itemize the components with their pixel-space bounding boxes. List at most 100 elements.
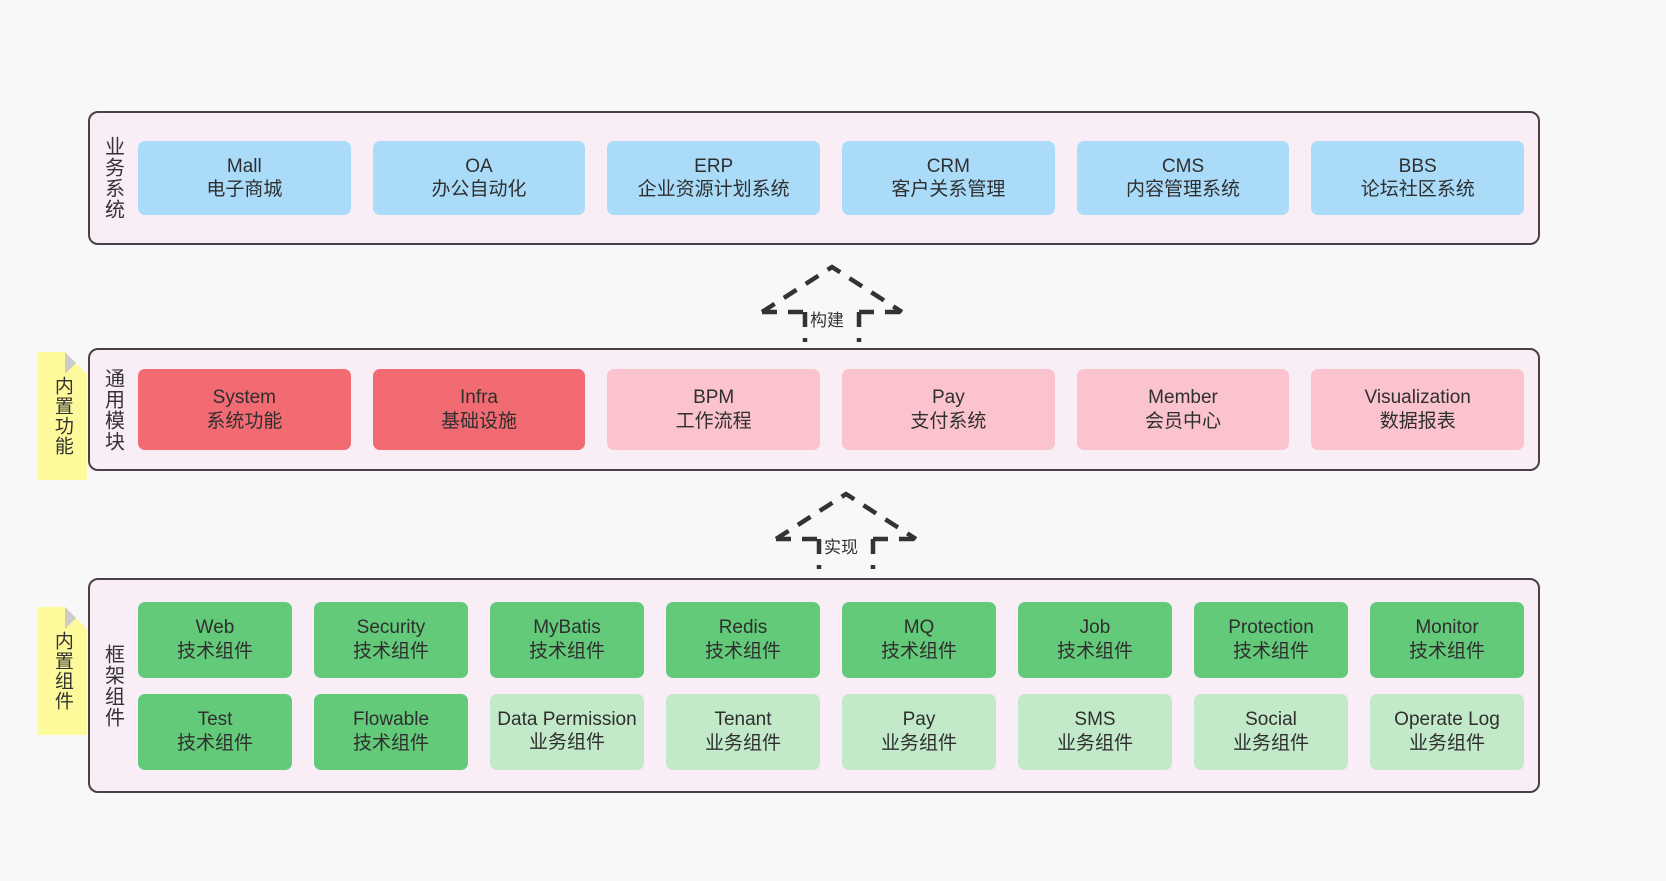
card-mybatis[interactable]: MyBatis 技术组件	[490, 601, 644, 678]
card-title: MyBatis	[533, 617, 601, 639]
card-title: Pay	[931, 387, 965, 409]
note-builtin-components: 内置组件	[37, 607, 87, 735]
card-flowable[interactable]: Flowable 技术组件	[314, 693, 468, 770]
card-title: Social	[1245, 709, 1297, 731]
card-subtitle: 业务组件	[1056, 732, 1133, 754]
card-subtitle: 技术组件	[352, 640, 429, 662]
card-oa[interactable]: OA 办公自动化	[372, 141, 586, 215]
layer-common-module-title: 通用模块	[101, 367, 124, 452]
card-subtitle: 内容管理系统	[1126, 179, 1241, 200]
card-member[interactable]: Member 会员中心	[1076, 369, 1290, 450]
card-title: Pay	[902, 709, 936, 731]
card-erp[interactable]: ERP 企业资源计划系统	[607, 141, 821, 215]
card-title: Protection	[1228, 617, 1314, 639]
arrow-build: 构建	[757, 262, 907, 344]
card-subtitle: 技术组件	[352, 732, 429, 754]
card-protection[interactable]: Protection 技术组件	[1194, 601, 1348, 678]
layer-common-module: 通用模块 System 系统功能 Infra 基础设施 BPM 工作流程 Pay…	[88, 348, 1540, 471]
card-subtitle: 企业资源计划系统	[637, 179, 790, 200]
card-title: System	[212, 387, 277, 409]
card-subtitle: 业务组件	[880, 732, 957, 754]
card-subtitle: 客户关系管理	[891, 179, 1006, 200]
card-monitor[interactable]: Monitor 技术组件	[1370, 601, 1524, 678]
card-operate-log[interactable]: Operate Log 业务组件	[1370, 693, 1524, 770]
card-title: SMS	[1074, 709, 1116, 731]
card-job[interactable]: Job 技术组件	[1018, 601, 1172, 678]
card-row: Mall 电子商城 OA 办公自动化 ERP 企业资源计划系统 CRM 客户关系…	[138, 141, 1525, 215]
card-social[interactable]: Social 业务组件	[1194, 693, 1348, 770]
card-system[interactable]: System 系统功能	[138, 369, 351, 450]
card-subtitle: 工作流程	[675, 410, 752, 432]
card-title: Operate Log	[1394, 709, 1500, 731]
card-subtitle: 技术组件	[1408, 640, 1485, 662]
layer-framework-component: 框架组件 Web 技术组件 Security 技术组件 MyBatis 技术组件…	[88, 578, 1540, 793]
card-pay[interactable]: Pay 支付系统	[842, 369, 1055, 450]
arrow-implement-shape	[774, 491, 918, 569]
card-title: Tenant	[714, 709, 772, 731]
layer-framework-component-cards: Web 技术组件 Security 技术组件 MyBatis 技术组件 Redi…	[134, 580, 1538, 791]
layer-common-module-cards: System 系统功能 Infra 基础设施 BPM 工作流程 Pay 支付系统…	[134, 350, 1538, 469]
card-data-permission[interactable]: Data Permission 业务组件	[490, 693, 644, 770]
card-tenant[interactable]: Tenant 业务组件	[666, 693, 820, 770]
card-subtitle: 业务组件	[1232, 732, 1309, 754]
card-title: ERP	[694, 155, 734, 177]
card-title: Security	[356, 617, 426, 639]
card-subtitle: 技术组件	[1056, 640, 1133, 662]
card-title: Visualization	[1364, 387, 1471, 409]
card-title: Web	[195, 617, 235, 639]
card-subtitle: 电子商城	[206, 179, 283, 200]
card-bpm[interactable]: BPM 工作流程	[607, 369, 821, 450]
card-title: Flowable	[352, 709, 430, 731]
card-bbs[interactable]: BBS 论坛社区系统	[1311, 141, 1525, 215]
card-web[interactable]: Web 技术组件	[138, 601, 292, 678]
card-subtitle: 业务组件	[1408, 732, 1485, 754]
card-crm[interactable]: CRM 客户关系管理	[842, 141, 1055, 215]
card-row: System 系统功能 Infra 基础设施 BPM 工作流程 Pay 支付系统…	[138, 369, 1525, 450]
card-cms[interactable]: CMS 内容管理系统	[1076, 141, 1290, 215]
card-subtitle: 技术组件	[176, 640, 253, 662]
arrow-implement-label: 实现	[824, 538, 858, 557]
card-title: Test	[197, 709, 233, 731]
card-subtitle: 技术组件	[528, 640, 605, 662]
card-title: Job	[1079, 617, 1111, 639]
card-subtitle: 办公自动化	[431, 179, 527, 200]
card-title: CRM	[926, 155, 970, 177]
layer-framework-component-title: 框架组件	[101, 643, 124, 728]
card-subtitle: 技术组件	[880, 640, 957, 662]
layer-business-system-title: 业务系统	[101, 136, 124, 220]
card-infra[interactable]: Infra 基础设施	[372, 369, 586, 450]
card-title: BPM	[693, 387, 735, 409]
card-visualization[interactable]: Visualization 数据报表	[1311, 369, 1525, 450]
card-security[interactable]: Security 技术组件	[314, 601, 468, 678]
card-subtitle: 业务组件	[528, 731, 605, 753]
card-pay-business[interactable]: Pay 业务组件	[842, 693, 996, 770]
card-subtitle: 技术组件	[704, 640, 781, 662]
card-title: OA	[465, 155, 493, 177]
card-title: Redis	[718, 617, 768, 639]
card-mall[interactable]: Mall 电子商城	[138, 141, 351, 215]
arrow-build-label: 构建	[810, 311, 844, 330]
card-mq[interactable]: MQ 技术组件	[842, 601, 996, 678]
card-row: Test 技术组件 Flowable 技术组件 Data Permission …	[138, 693, 1524, 770]
note-builtin-features: 内置功能	[37, 352, 87, 480]
card-subtitle: 系统功能	[206, 410, 283, 432]
card-subtitle: 技术组件	[176, 732, 253, 754]
card-title: Infra	[459, 387, 499, 409]
card-subtitle: 数据报表	[1379, 410, 1456, 432]
note-builtin-features-label: 内置功能	[51, 376, 73, 456]
card-title: BBS	[1398, 155, 1437, 177]
card-subtitle: 技术组件	[1232, 640, 1309, 662]
layer-business-system-cards: Mall 电子商城 OA 办公自动化 ERP 企业资源计划系统 CRM 客户关系…	[134, 113, 1538, 243]
card-subtitle: 基础设施	[441, 410, 518, 432]
card-test[interactable]: Test 技术组件	[138, 693, 292, 770]
card-subtitle: 业务组件	[704, 732, 781, 754]
card-subtitle: 论坛社区系统	[1360, 179, 1475, 200]
card-title: Monitor	[1415, 617, 1479, 639]
layer-business-system: 业务系统 Mall 电子商城 OA 办公自动化 ERP 企业资源计划系统 CRM…	[88, 111, 1540, 245]
card-title: MQ	[903, 617, 935, 639]
note-builtin-components-label: 内置组件	[51, 631, 73, 711]
card-redis[interactable]: Redis 技术组件	[666, 601, 820, 678]
card-title: CMS	[1161, 155, 1205, 177]
card-sms[interactable]: SMS 业务组件	[1018, 693, 1172, 770]
